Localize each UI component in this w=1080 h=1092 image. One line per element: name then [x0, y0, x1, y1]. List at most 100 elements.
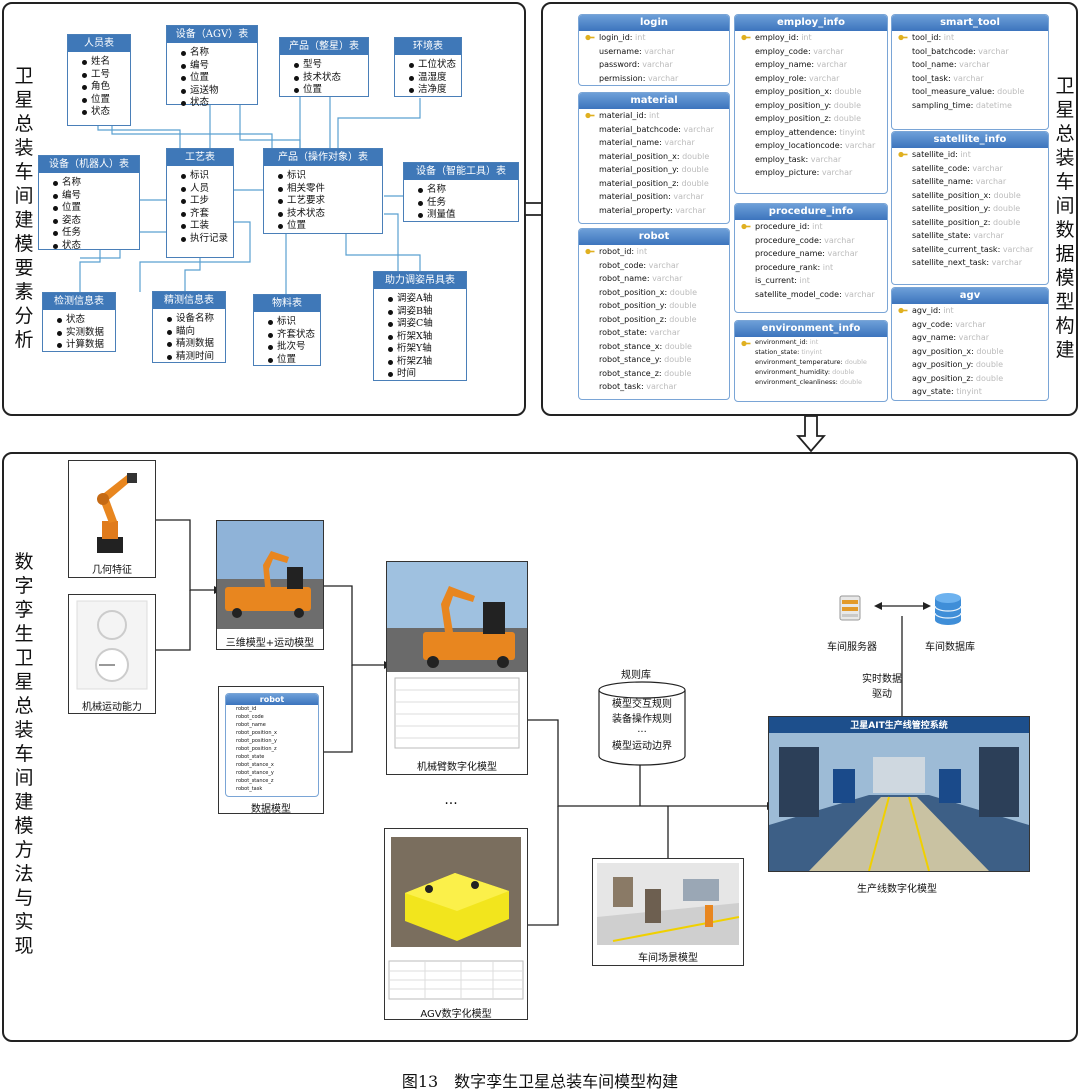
entity-item: 工号 [82, 69, 130, 82]
field-name: robot_position_x [599, 287, 665, 297]
db-field: satellite_id: int [892, 148, 1048, 162]
field-name: robot_position_z [599, 314, 665, 324]
field-type: varchar [646, 382, 677, 391]
db-field: agv_position_z: double [912, 373, 1004, 383]
field-type: varchar [642, 60, 673, 69]
rule-item: 模型交互规则 [612, 699, 672, 710]
entity-item: 调姿B轴 [388, 306, 466, 319]
field-type: varchar [953, 73, 984, 83]
db-field: tool_batchcode: varchar [912, 46, 1009, 56]
realtime-drive-text: 实时数据驱动 [862, 674, 902, 700]
field-name: robot_stance_x [599, 341, 660, 351]
field-name: agv_code [912, 319, 951, 329]
field-name: agv_position_x [912, 346, 972, 356]
field-name: satellite_position_y [912, 204, 988, 213]
field-name: agv_id [912, 306, 939, 315]
ellipsis-text: ... [444, 792, 458, 808]
db-table-name: login [579, 15, 729, 31]
field-type: double [669, 301, 697, 310]
key-icon [585, 112, 595, 119]
entity-item: 瞄向 [167, 326, 225, 339]
panel-c-title: 数字孪生卫星总装车间建模方法与实现 [14, 551, 34, 957]
rule-item: ... [637, 724, 647, 735]
db-field: employ_task: varchar [755, 154, 842, 164]
field-name: username [599, 46, 639, 56]
entity-title: 产品（整星）表 [280, 38, 368, 55]
db-field: robot_stance_y: double [599, 355, 692, 364]
field-name: agv_name [912, 333, 954, 342]
db-field: login_id: int [579, 31, 729, 45]
3d-model-label: 三维模型+运动模型 [225, 638, 315, 649]
field-name: satellite_model_code [755, 289, 840, 299]
field-name: employ_name [755, 60, 812, 69]
entity-item: 标识 [268, 316, 320, 329]
mini-field: robot_name [236, 722, 266, 728]
entity-title: 精测信息表 [153, 292, 225, 309]
db-field: environment_humidity: double [755, 368, 855, 376]
field-name: material_position_z [599, 178, 677, 188]
entity-item: 编号 [53, 190, 139, 203]
field-name: material_position_y [599, 165, 677, 174]
db-field: employ_name: varchar [755, 60, 848, 69]
field-type: varchar [991, 258, 1023, 267]
field-type: varchar [958, 333, 990, 342]
entity-precision: 精测信息表 设备名称瞄向精测数据精测时间 [152, 291, 226, 363]
field-name: procedure_id [755, 222, 807, 231]
field-name: robot_name [599, 274, 647, 283]
db-field: satellite_position_y: double [912, 204, 1021, 213]
field-type: tinyint [839, 127, 866, 137]
entity-smart-tool: 设备（智能工具）表 名称任务测量值 [403, 162, 519, 222]
db-field: employ_attendence: tinyint [755, 127, 866, 137]
production-screen-title: 卫星AIT生产线管控系统 [850, 721, 948, 731]
field-type: double [681, 165, 709, 174]
db-field: sampling_time: datetime [912, 100, 1012, 110]
rule-item: 装备操作规则 [612, 714, 672, 725]
entity-item: 位置 [278, 220, 382, 233]
workshop-scene-icon [597, 863, 740, 945]
field-type: double [975, 373, 1004, 383]
realtime-drive-label: 实时数据驱动 [860, 672, 904, 702]
field-type: varchar [821, 168, 853, 177]
field-type: double [834, 87, 862, 96]
field-type: int [943, 33, 955, 42]
field-name: agv_position_z [912, 373, 971, 383]
key-icon [898, 151, 908, 158]
field-name: is_current [755, 276, 795, 285]
db-table-name: satellite_info [892, 132, 1048, 148]
key-icon [741, 34, 751, 41]
entity-item: 工位状态 [409, 59, 461, 72]
entity-item: 角色 [82, 81, 130, 94]
entity-item: 调姿C轴 [388, 318, 466, 331]
entity-item: 精测数据 [167, 338, 225, 351]
field-name: tool_measure_value [912, 87, 992, 96]
mini-field: robot_position_y [236, 738, 277, 744]
field-type: varchar [844, 141, 876, 150]
field-name: employ_role [755, 73, 804, 83]
field-type: varchar [972, 163, 1003, 173]
field-name: satellite_current_task [912, 244, 998, 254]
entity-item: 标识 [181, 170, 233, 183]
db-field: employ_role: varchar [755, 73, 840, 83]
field-name: robot_task [599, 382, 641, 391]
field-type: varchar [664, 138, 695, 147]
db-table-name: robot [579, 229, 729, 245]
field-type: varchar [1002, 244, 1034, 254]
field-type: int [809, 338, 819, 346]
field-name: employ_picture [755, 168, 817, 177]
entity-item: 位置 [82, 94, 130, 107]
entity-item: 桁架Y轴 [388, 343, 466, 356]
key-icon [585, 34, 595, 41]
field-type: int [636, 247, 648, 256]
db-field: environment_temperature: double [755, 358, 867, 366]
entity-item: 状态 [53, 240, 139, 253]
entity-item: 温湿度 [409, 72, 461, 85]
arm-data-table-icon [394, 677, 520, 749]
db-table-name: material [579, 93, 729, 109]
field-type: varchar [652, 274, 683, 283]
db-field: material_position_y: double [599, 165, 709, 174]
field-name: robot_state [599, 328, 645, 337]
entity-item: 状态 [57, 314, 115, 327]
arm-model-image: 机械臂数字化模型 [386, 561, 528, 775]
